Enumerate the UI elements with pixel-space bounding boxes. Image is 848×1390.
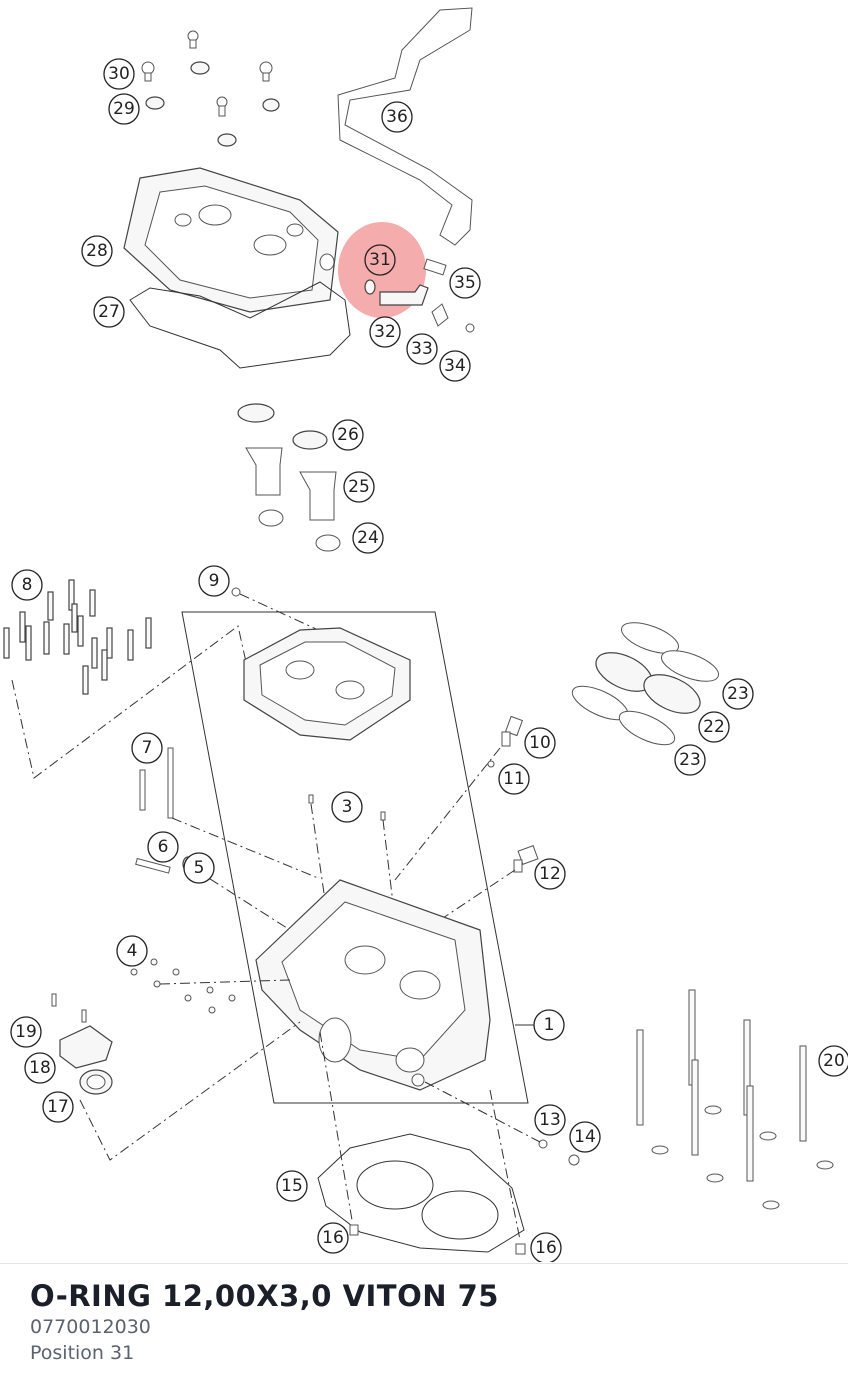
callout-35[interactable]: 35: [449, 267, 481, 299]
callout-17[interactable]: 17: [42, 1091, 74, 1123]
svg-text:8: 8: [22, 575, 33, 595]
exploded-parts-diagram: 1 3 4 5 6 7 8 9 10 11 12 13 14 15 16 16 …: [3, 7, 848, 1262]
svg-text:18: 18: [29, 1058, 51, 1078]
valve-cover-group: [123, 7, 475, 552]
part-number: 0770012030: [30, 1316, 151, 1338]
svg-text:9: 9: [209, 571, 220, 591]
callout-1[interactable]: 1: [533, 1009, 565, 1041]
part-title: O-RING 12,00X3,0 VITON 75: [30, 1279, 499, 1313]
callout-30[interactable]: 30: [103, 58, 135, 90]
section-divider: [0, 1263, 848, 1264]
callout-11[interactable]: 11: [498, 763, 530, 795]
svg-text:34: 34: [444, 356, 466, 376]
svg-text:19: 19: [15, 1022, 37, 1042]
svg-text:20: 20: [823, 1051, 845, 1071]
part-info-panel: O-RING 12,00X3,0 VITON 75 0770012030 Pos…: [30, 1278, 499, 1366]
callout-10[interactable]: 10: [524, 727, 556, 759]
callout-7[interactable]: 7: [131, 732, 163, 764]
svg-text:28: 28: [86, 241, 108, 261]
svg-text:36: 36: [386, 107, 408, 127]
svg-text:4: 4: [127, 941, 138, 961]
callout-33[interactable]: 33: [406, 333, 438, 365]
svg-text:10: 10: [529, 733, 551, 753]
svg-text:6: 6: [158, 837, 169, 857]
callout-20[interactable]: 20: [818, 1045, 848, 1077]
svg-text:17: 17: [47, 1097, 69, 1117]
callout-13[interactable]: 13: [534, 1104, 566, 1136]
callout-5[interactable]: 5: [183, 852, 215, 884]
svg-text:16: 16: [535, 1238, 557, 1258]
callout-32[interactable]: 32: [369, 316, 401, 348]
svg-text:14: 14: [574, 1127, 596, 1147]
callout-3[interactable]: 3: [331, 791, 363, 823]
callout-26[interactable]: 26: [332, 419, 364, 451]
callout-28[interactable]: 28: [81, 235, 113, 267]
callout-4[interactable]: 4: [116, 935, 148, 967]
part-position: Position 31: [30, 1342, 135, 1364]
svg-text:22: 22: [703, 717, 725, 737]
callout-25[interactable]: 25: [343, 471, 375, 503]
callout-14[interactable]: 14: [569, 1121, 601, 1153]
svg-text:11: 11: [503, 769, 525, 789]
svg-text:27: 27: [98, 302, 120, 322]
callout-8[interactable]: 8: [11, 569, 43, 601]
callout-6[interactable]: 6: [147, 831, 179, 863]
svg-text:31: 31: [369, 250, 391, 270]
callout-19[interactable]: 19: [10, 1016, 42, 1048]
svg-text:29: 29: [113, 99, 135, 119]
callout-22[interactable]: 22: [698, 711, 730, 743]
callout-23a[interactable]: 23: [722, 678, 754, 710]
callout-16a[interactable]: 16: [317, 1222, 349, 1254]
cylinder-head-group: [3, 579, 834, 1255]
callout-18[interactable]: 18: [24, 1052, 56, 1084]
svg-text:13: 13: [539, 1110, 561, 1130]
callout-9[interactable]: 9: [198, 565, 230, 597]
svg-text:15: 15: [281, 1176, 303, 1196]
svg-text:1: 1: [544, 1015, 555, 1035]
svg-text:35: 35: [454, 273, 476, 293]
callout-29[interactable]: 29: [108, 93, 140, 125]
svg-text:24: 24: [357, 528, 379, 548]
callout-24[interactable]: 24: [352, 522, 384, 554]
svg-text:23: 23: [679, 750, 701, 770]
svg-text:12: 12: [539, 864, 561, 884]
svg-text:26: 26: [337, 425, 359, 445]
svg-text:25: 25: [348, 477, 370, 497]
callout-23b[interactable]: 23: [674, 744, 706, 776]
svg-text:32: 32: [374, 322, 396, 342]
callout-labels: 1 3 4 5 6 7 8 9 10 11 12 13 14 15 16 16 …: [10, 58, 848, 1262]
callout-12[interactable]: 12: [534, 858, 566, 890]
callout-27[interactable]: 27: [93, 296, 125, 328]
callout-31[interactable]: 31: [364, 244, 396, 276]
svg-text:5: 5: [194, 858, 205, 878]
svg-text:23: 23: [727, 684, 749, 704]
callout-34[interactable]: 34: [439, 350, 471, 382]
svg-text:7: 7: [142, 738, 153, 758]
callout-16b[interactable]: 16: [530, 1232, 562, 1262]
svg-text:30: 30: [108, 64, 130, 84]
svg-text:16: 16: [322, 1228, 344, 1248]
svg-text:3: 3: [342, 797, 353, 817]
svg-text:33: 33: [411, 339, 433, 359]
callout-36[interactable]: 36: [381, 101, 413, 133]
callout-15[interactable]: 15: [276, 1170, 308, 1202]
